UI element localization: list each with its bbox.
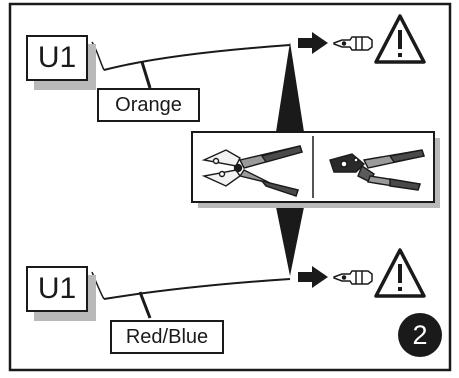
- warning-triangle-icon: [374, 248, 426, 298]
- diagram-frame: [8, 2, 452, 372]
- wire-label-red-blue: Red/Blue: [110, 320, 224, 354]
- crimp-terminal-icon: [333, 270, 373, 285]
- connector-wedge-top: [276, 42, 304, 132]
- wire-label-orange: Orange: [97, 88, 200, 122]
- ratchet-crimper-icon: [329, 149, 425, 191]
- crimp-terminal-icon: [333, 36, 373, 51]
- arrow-right-icon: [298, 32, 328, 54]
- arrow-right-icon: [298, 266, 328, 288]
- top-wire: [91, 41, 291, 89]
- unit-label-top: U1: [26, 35, 88, 81]
- unit-label-bottom: U1: [26, 266, 88, 312]
- bottom-wire: [91, 271, 291, 319]
- warning-triangle-icon: [374, 14, 426, 64]
- crimping-pliers-icon: [201, 145, 303, 197]
- step-number-badge: 2: [398, 313, 442, 357]
- connector-wedge-bottom: [276, 207, 304, 276]
